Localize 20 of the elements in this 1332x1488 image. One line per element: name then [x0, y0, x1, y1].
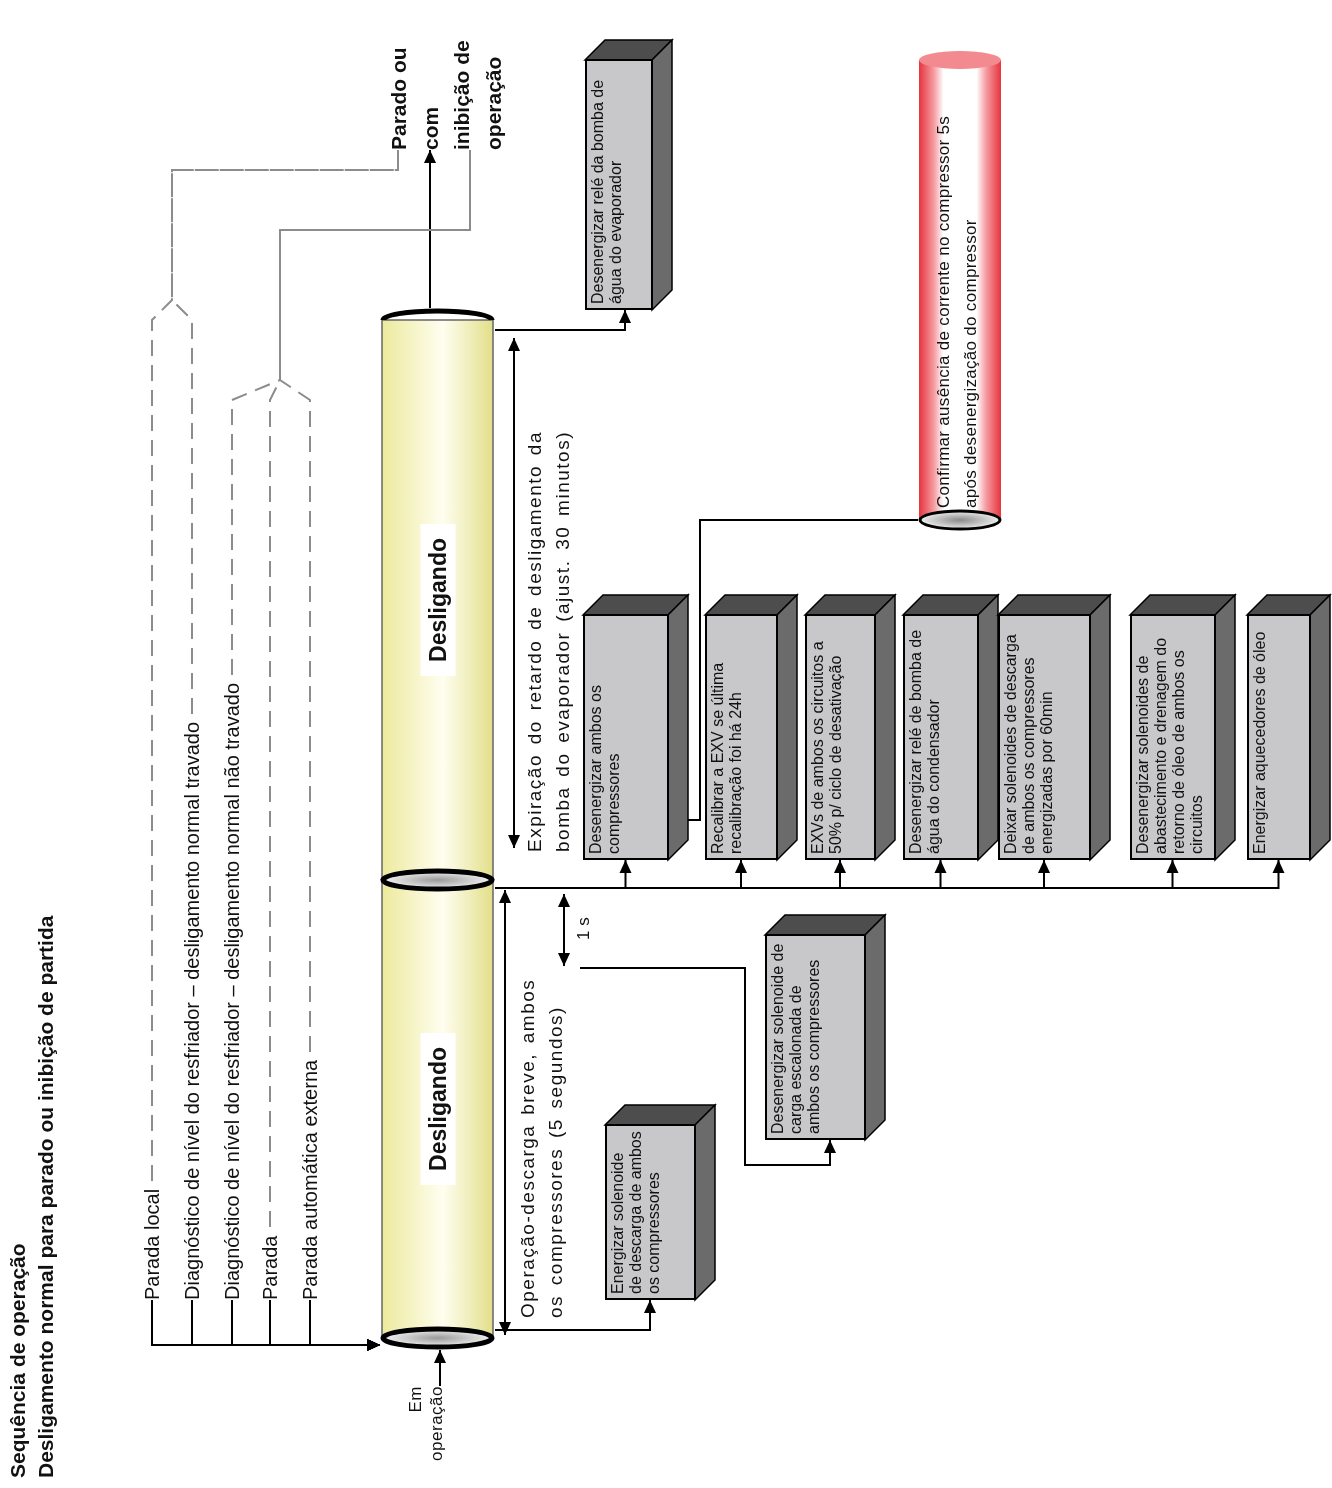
dimension-label: Expiração do retardo de desligamento da bomba do evaporador (ajust. 30 minutos)	[523, 430, 574, 852]
arrow	[579, 967, 836, 1166]
input-label: Parada	[256, 1235, 284, 1300]
input-label: Diagnóstico de nível do resfriador – desligamento normal não travado	[218, 682, 246, 1300]
dashed-connector	[279, 149, 471, 1053]
input-label: Diagnóstico de nível do resfriador – desligamento normal travado	[178, 721, 206, 1300]
input-label: Parada automática externa	[296, 1059, 324, 1300]
input-label: Parada local	[138, 1188, 166, 1300]
state-label: Parado ou com inibição de operação	[383, 28, 548, 150]
duration-label: 1 s	[574, 916, 594, 940]
dashed-connector	[151, 149, 399, 1182]
arrow	[434, 1349, 446, 1387]
title: Sequência de operação	[6, 1243, 30, 1478]
arrow	[494, 1299, 656, 1331]
arrow	[309, 1299, 381, 1351]
arrow	[494, 309, 631, 331]
arrow	[424, 149, 436, 309]
subtitle: Desligamento normal para parado ou inibição de partida	[34, 914, 58, 1478]
dimension-label: Operação-descarga breve, ambos os compressores (5 segundos)	[516, 977, 567, 1318]
state-label: Em operação	[405, 1386, 455, 1486]
